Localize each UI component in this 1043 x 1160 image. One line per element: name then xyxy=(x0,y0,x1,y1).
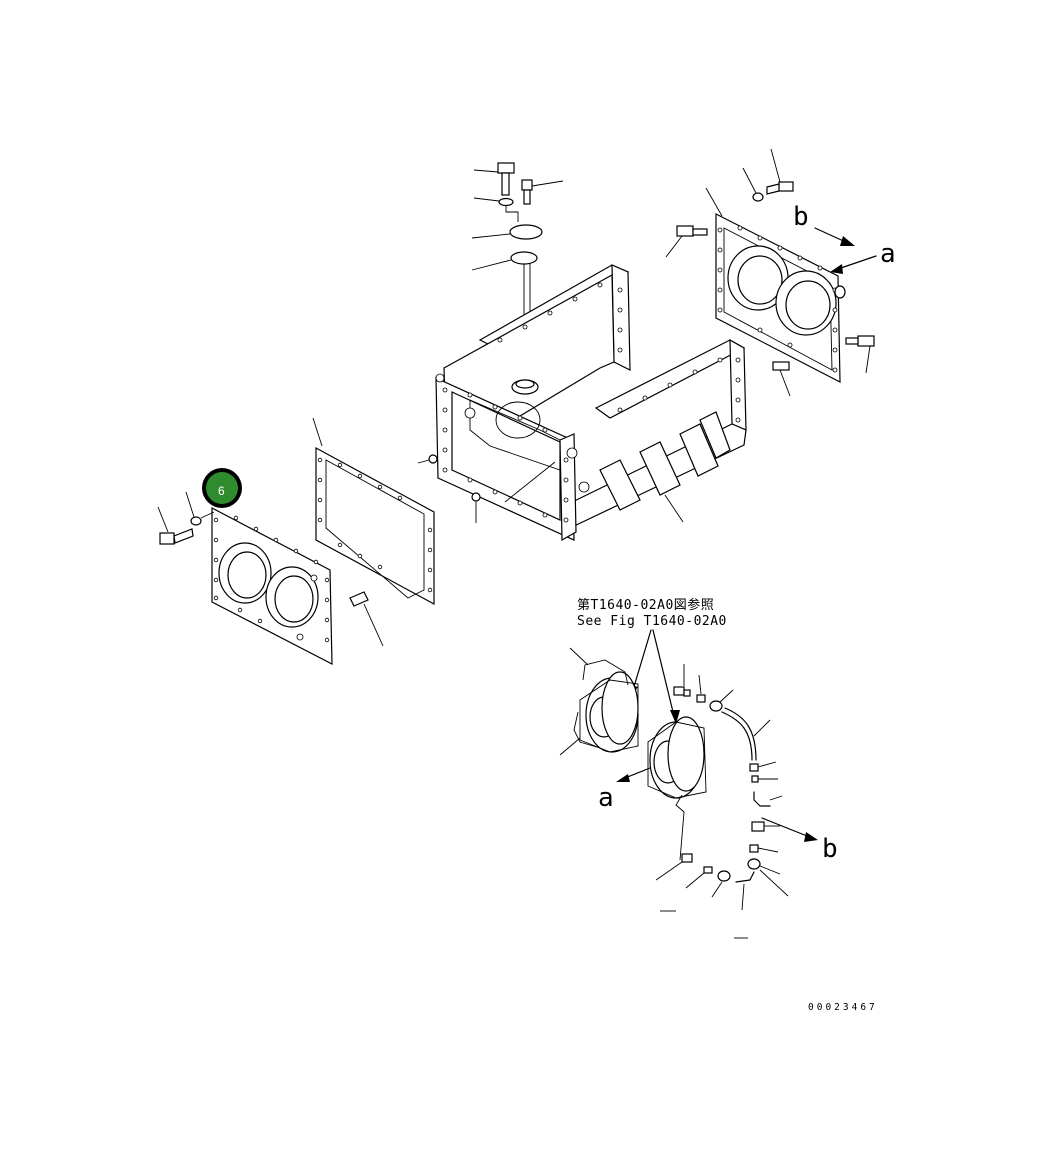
rear-cover-plate xyxy=(665,148,877,397)
callout-badge-number: 6 xyxy=(218,484,225,498)
breather-icon xyxy=(521,179,533,205)
callout-badge[interactable]: 6 xyxy=(202,468,242,508)
view-letter-a-bottom: a xyxy=(598,783,614,813)
bolt-icon xyxy=(159,528,194,545)
elbow-fitting-icon xyxy=(673,686,691,697)
callout-badge-fill xyxy=(206,472,238,504)
o-ring-icon xyxy=(510,251,538,265)
dowel-pin-icon xyxy=(349,591,369,607)
top-breather-group xyxy=(471,162,564,380)
reference-subassembly xyxy=(559,629,818,939)
front-cover-plate xyxy=(157,446,435,665)
main-case-frame xyxy=(312,264,747,542)
bearing-housing xyxy=(647,716,707,799)
bolt-icon xyxy=(766,181,794,195)
view-letter-a-top: a xyxy=(880,239,896,269)
washer-icon xyxy=(752,192,764,202)
cover-plate-icon xyxy=(509,224,543,240)
plug-icon xyxy=(749,763,759,783)
bearing-housing xyxy=(573,659,639,753)
view-letter-b-bottom: b xyxy=(822,834,838,864)
plug-icon xyxy=(709,700,723,712)
plug-icon xyxy=(749,844,759,853)
dowel-pin-icon xyxy=(471,492,481,502)
plug-icon xyxy=(717,870,731,882)
washer-icon xyxy=(190,516,202,526)
plug-icon xyxy=(696,694,706,703)
washer-icon xyxy=(498,197,514,207)
reference-line-jp: 第T1640-02A0図参照 xyxy=(577,597,714,613)
elbow-fitting-icon xyxy=(735,871,755,883)
dowel-pin-icon xyxy=(772,361,790,371)
bolt-icon xyxy=(676,225,708,237)
elbow-fitting-icon xyxy=(681,853,693,863)
elbow-fitting-icon xyxy=(751,821,765,832)
plug-icon xyxy=(747,858,761,870)
plug-icon xyxy=(428,454,438,464)
bolt-icon xyxy=(845,335,875,347)
bolt-icon xyxy=(497,162,515,196)
drawing-code: 00023467 xyxy=(808,1002,878,1013)
reference-line-en: See Fig T1640-02A0 xyxy=(577,614,727,629)
elbow-fitting-icon xyxy=(753,791,771,807)
hose-icon xyxy=(721,707,757,761)
plug-icon xyxy=(703,866,713,874)
view-letter-b-top: b xyxy=(793,202,809,232)
